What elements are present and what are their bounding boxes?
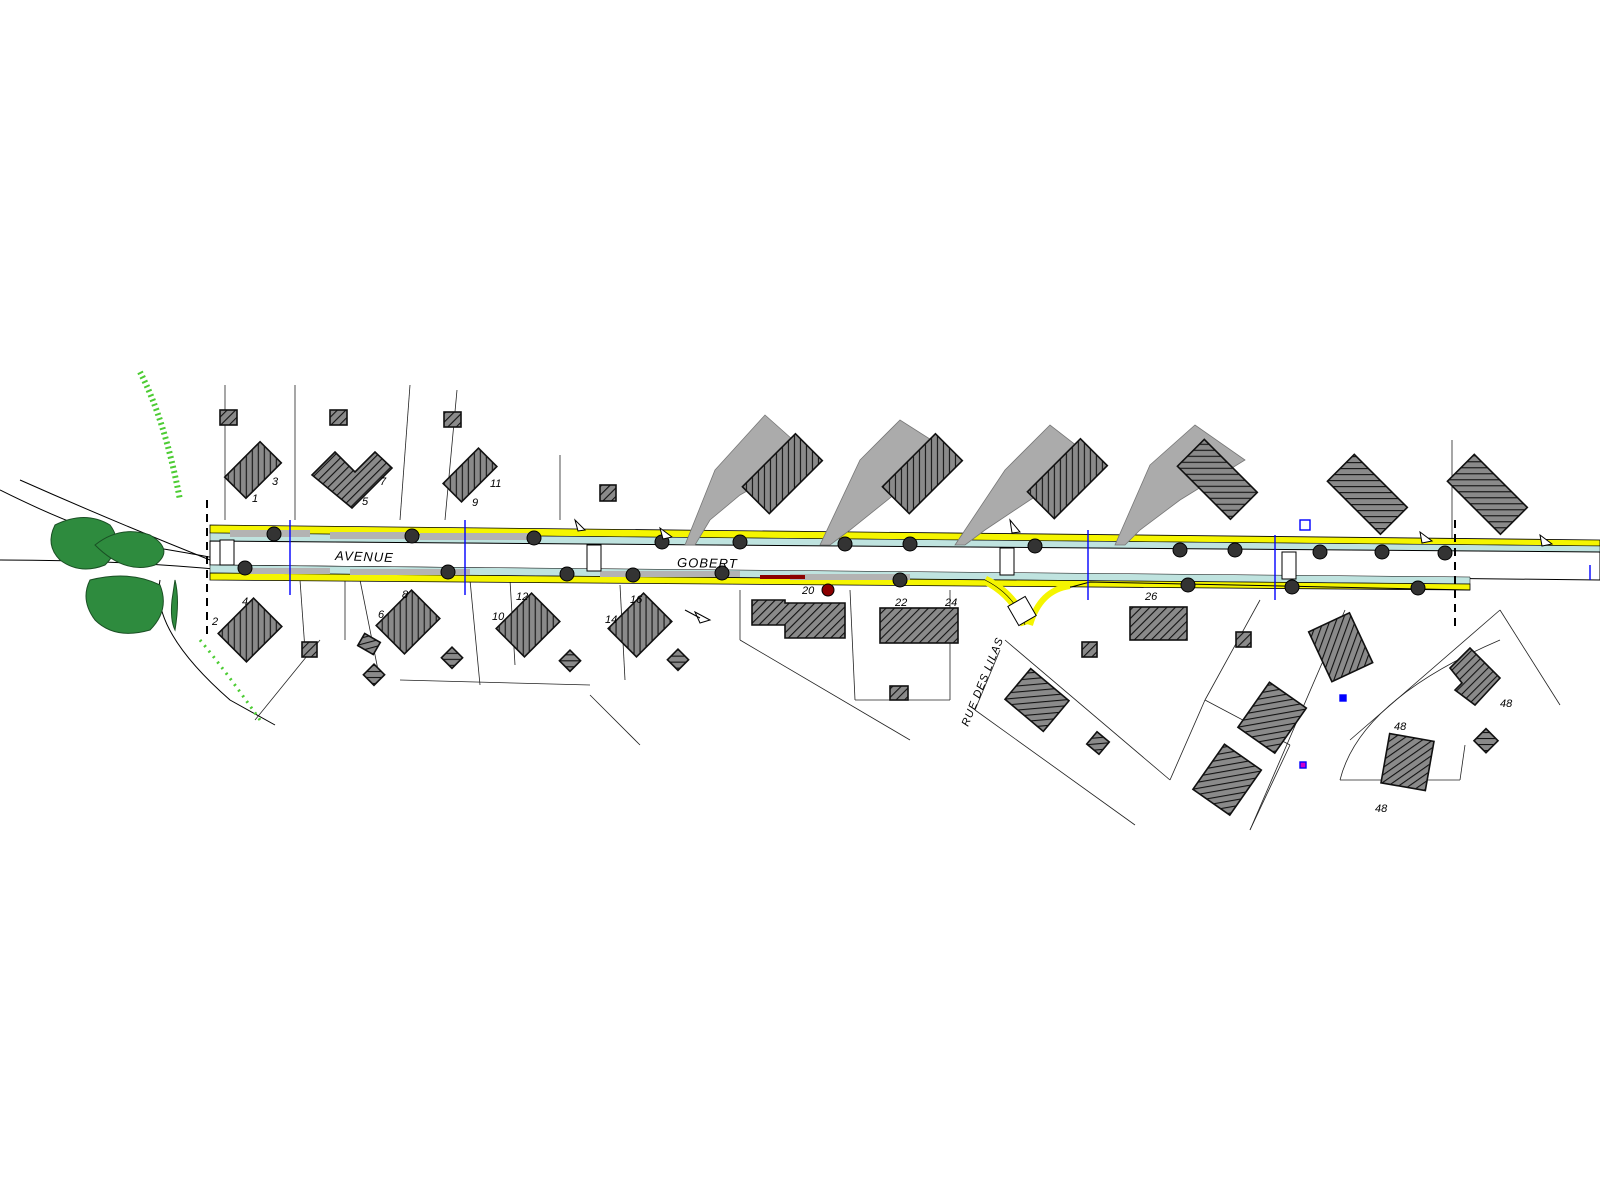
tree-icon bbox=[625, 567, 641, 583]
road bbox=[206, 500, 1600, 640]
house-number-1: 1 bbox=[252, 493, 258, 505]
house-number-3: 3 bbox=[272, 476, 279, 488]
buildings bbox=[217, 409, 1529, 817]
tree-icon bbox=[559, 566, 575, 582]
tree-icon bbox=[1180, 577, 1196, 593]
green-space bbox=[0, 370, 276, 726]
house-number-22: 22 bbox=[894, 597, 907, 609]
tree-icon bbox=[1374, 544, 1390, 560]
crosswalk-icon bbox=[219, 539, 1297, 627]
house-number-48a: 48 bbox=[1500, 698, 1513, 710]
tree-icon bbox=[837, 536, 853, 552]
tree-icon bbox=[526, 530, 542, 546]
tree-icon bbox=[1027, 538, 1043, 554]
street-name-avenue: AVENUE bbox=[334, 548, 394, 565]
tree-icon bbox=[1227, 542, 1243, 558]
house-number-9: 9 bbox=[472, 497, 478, 509]
house-number-2: 2 bbox=[211, 616, 218, 628]
house-number-4: 4 bbox=[242, 596, 248, 608]
house-number-11: 11 bbox=[490, 478, 501, 490]
house-number-26: 26 bbox=[1144, 591, 1158, 603]
parcel-lines bbox=[224, 384, 1561, 831]
house-number-48c: 48 bbox=[1375, 803, 1388, 815]
house-number-10: 10 bbox=[492, 611, 505, 623]
tree-icon bbox=[237, 560, 253, 576]
street-name-gobert: GOBERT bbox=[677, 555, 738, 571]
house-number-12: 12 bbox=[516, 591, 528, 603]
tree-icon bbox=[404, 528, 420, 544]
tree-icon bbox=[266, 526, 282, 542]
house-number-16: 16 bbox=[630, 594, 643, 606]
house-number-48b: 48 bbox=[1394, 721, 1407, 733]
tree-icon bbox=[714, 565, 730, 581]
house-number-7: 7 bbox=[380, 476, 387, 488]
tree-icon bbox=[440, 564, 456, 580]
tree-icon bbox=[892, 572, 908, 588]
network-marker-icon bbox=[289, 519, 1591, 769]
house-number-14: 14 bbox=[605, 614, 617, 626]
house-number-20: 20 bbox=[801, 585, 815, 597]
tree-icon bbox=[902, 536, 918, 552]
side-street-name: RUE DES LILAS bbox=[960, 636, 1007, 729]
house-number-24: 24 bbox=[944, 597, 957, 609]
house-number-5: 5 bbox=[362, 496, 369, 508]
tree-icon bbox=[1410, 580, 1426, 596]
arrow-icon bbox=[574, 518, 1554, 624]
tree-icon bbox=[1284, 579, 1300, 595]
house-number-6: 6 bbox=[378, 609, 385, 621]
tree-icon bbox=[1172, 542, 1188, 558]
tree-icon bbox=[1312, 544, 1328, 560]
tree-icon bbox=[1437, 545, 1453, 561]
tree-icon bbox=[732, 534, 748, 550]
house-number-8: 8 bbox=[402, 589, 409, 601]
trees bbox=[237, 526, 1453, 596]
manhole-icon bbox=[821, 583, 835, 597]
